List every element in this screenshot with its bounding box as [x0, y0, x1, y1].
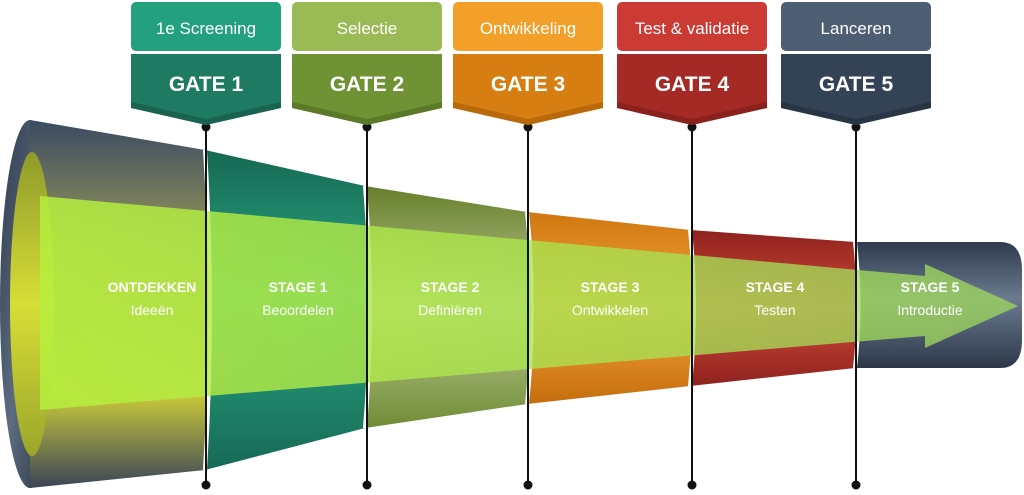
gate-3-label: GATE 3: [491, 73, 565, 96]
gate-3-phase-box: [453, 2, 603, 51]
gate-1-box: [131, 54, 281, 125]
stage-subtitle: Beoordelen: [262, 302, 334, 318]
gate-5-box: [781, 54, 931, 125]
gate-5-label: GATE 5: [819, 73, 894, 96]
gate-1-top-dot: [201, 122, 211, 132]
gate-2-top-dot: [362, 122, 372, 132]
stage-title: STAGE 1: [269, 279, 328, 295]
gate-3-top-dot: [523, 122, 533, 132]
gate-4-label: GATE 4: [655, 73, 730, 96]
stage-title: STAGE 2: [421, 279, 480, 295]
gate-2-phase-label: Selectie: [337, 19, 397, 38]
gate-1-phase-box: [131, 2, 281, 51]
stage-subtitle: Introductie: [897, 302, 963, 318]
gate-1-bottom-dot: [201, 480, 211, 490]
gate-5-shadow: [781, 102, 931, 125]
stage-labels: ONTDEKKEN Ideeën STAGE 1 Beoordelen STAG…: [108, 279, 963, 318]
gate-3-shadow: [453, 102, 603, 125]
gate-2-shadow: [292, 102, 442, 125]
gate-2-label: GATE 2: [330, 73, 404, 96]
gate-4-bottom-dot: [687, 480, 697, 490]
stage-title: STAGE 4: [746, 279, 805, 295]
gate-4-top-dot: [687, 122, 697, 132]
gate-5-phase-box: [781, 2, 931, 51]
gate-lines: [201, 122, 861, 490]
gate-4-box: [617, 54, 767, 125]
gate-5-phase-label: Lanceren: [821, 19, 892, 38]
stage-subtitle: Ontwikkelen: [572, 302, 648, 318]
stage-subtitle: Ideeën: [131, 302, 174, 318]
gate-3-phase-label: Ontwikkeling: [480, 19, 576, 38]
gate-4-phase-label: Test & validatie: [635, 19, 749, 38]
stage-subtitle: Testen: [754, 302, 795, 318]
gate-1-phase-label: 1e Screening: [156, 19, 256, 38]
stage-subtitle: Definiëren: [418, 302, 482, 318]
gate-5-top-dot: [851, 122, 861, 132]
gate-1-shadow: [131, 102, 281, 125]
gate-2-bottom-dot: [362, 480, 372, 490]
stage-title: ONTDEKKEN: [108, 279, 197, 295]
gate-4-phase-box: [617, 2, 767, 51]
gate-2-box: [292, 54, 442, 125]
gate-3-bottom-dot: [523, 480, 533, 490]
gate-2-phase-box: [292, 2, 442, 51]
gate-3-box: [453, 54, 603, 125]
gate-5-bottom-dot: [851, 480, 861, 490]
gate-1-label: GATE 1: [169, 73, 244, 96]
stage-title: STAGE 5: [901, 279, 960, 295]
gate-4-shadow: [617, 102, 767, 125]
stage-title: STAGE 3: [581, 279, 640, 295]
